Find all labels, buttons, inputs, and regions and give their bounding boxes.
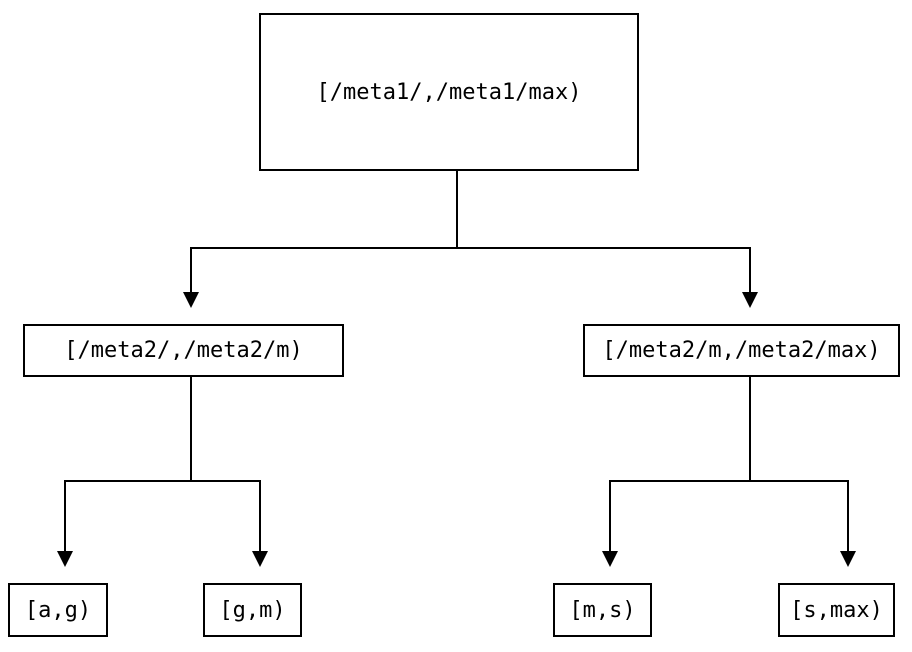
node-root-label: [/meta1/,/meta1/max) xyxy=(316,79,582,105)
node-leaf-ms-label: [m,s) xyxy=(569,597,636,623)
arrow-down-icon xyxy=(742,292,758,308)
node-leaf-ag-label: [a,g) xyxy=(24,597,92,623)
node-right-label: [/meta2/m,/meta2/max) xyxy=(602,338,881,363)
node-leaf-gm-label: [g,m) xyxy=(219,597,286,623)
node-root-range: [/meta1/,/meta1/max) xyxy=(259,13,639,171)
arrow-down-icon xyxy=(840,551,856,567)
node-left-label: [/meta2/,/meta2/m) xyxy=(64,338,303,363)
node-right-range: [/meta2/m,/meta2/max) xyxy=(583,324,900,377)
arrow-down-icon xyxy=(57,551,73,567)
arrow-down-icon xyxy=(252,551,268,567)
node-leaf-smax: [s,max) xyxy=(778,583,895,637)
arrow-down-icon xyxy=(602,551,618,567)
node-leaf-smax-label: [s,max) xyxy=(790,597,883,623)
arrow-down-icon xyxy=(183,292,199,308)
node-leaf-gm: [g,m) xyxy=(203,583,302,637)
node-left-range: [/meta2/,/meta2/m) xyxy=(23,324,344,377)
node-leaf-ms: [m,s) xyxy=(553,583,652,637)
node-leaf-ag: [a,g) xyxy=(8,583,108,637)
